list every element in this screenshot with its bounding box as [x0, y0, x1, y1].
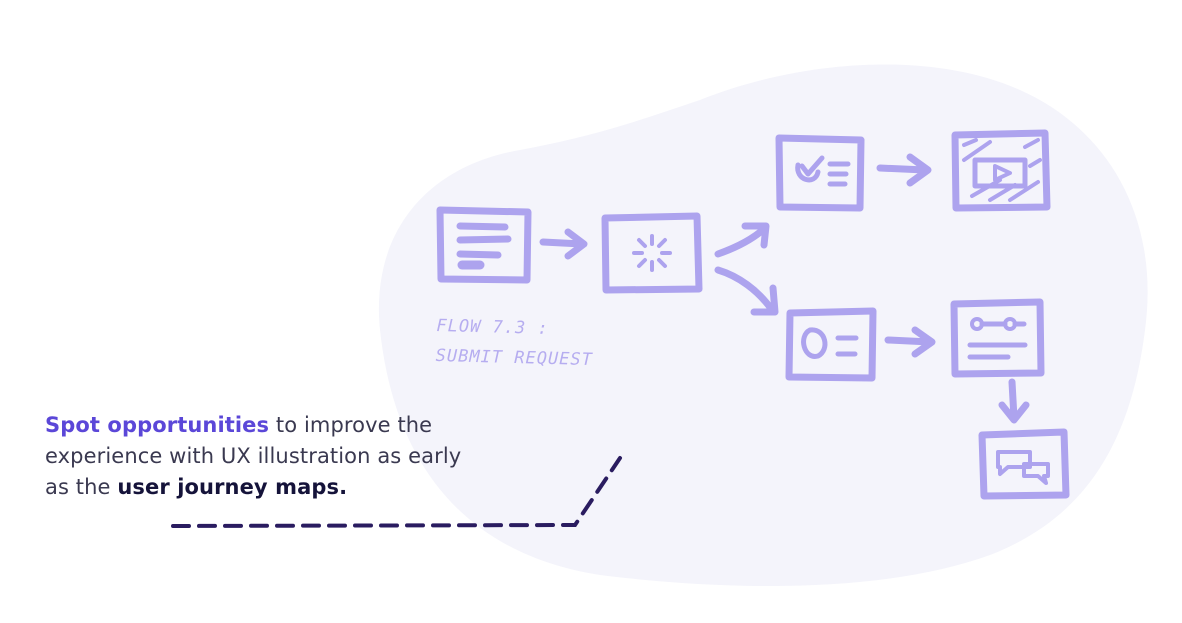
arrow-down-icon	[714, 266, 779, 316]
dashed-connector-line	[171, 456, 622, 528]
chat-screen-icon	[978, 428, 1070, 500]
form-screen-icon	[436, 206, 532, 284]
arrow-icon	[884, 326, 936, 358]
flow-label-line2: SUBMIT REQUEST	[435, 345, 594, 371]
flow-label-line1: FLOW 7.3 :	[436, 315, 550, 339]
caption-highlight: Spot opportunities	[45, 413, 270, 437]
arrow-icon	[539, 228, 588, 260]
loading-screen-icon	[601, 212, 703, 294]
arrow-icon	[998, 378, 1030, 424]
caption-text: Spot opportunities to improve the experi…	[45, 410, 515, 503]
flow-label: FLOW 7.3 : SUBMIT REQUEST	[435, 311, 594, 375]
caption-line2: experience with UX illustration as early	[45, 444, 462, 468]
checklist-screen-icon	[775, 134, 865, 212]
video-screen-icon	[951, 129, 1051, 212]
caption-line1-rest: to improve the	[269, 413, 433, 437]
sad-face-screen-icon	[785, 307, 877, 382]
settings-screen-icon	[950, 298, 1045, 378]
arrow-icon	[876, 153, 932, 187]
caption-line3-start: as the	[45, 475, 118, 499]
caption-emphasis: user journey maps.	[117, 475, 348, 499]
arrow-up-icon	[714, 222, 770, 258]
